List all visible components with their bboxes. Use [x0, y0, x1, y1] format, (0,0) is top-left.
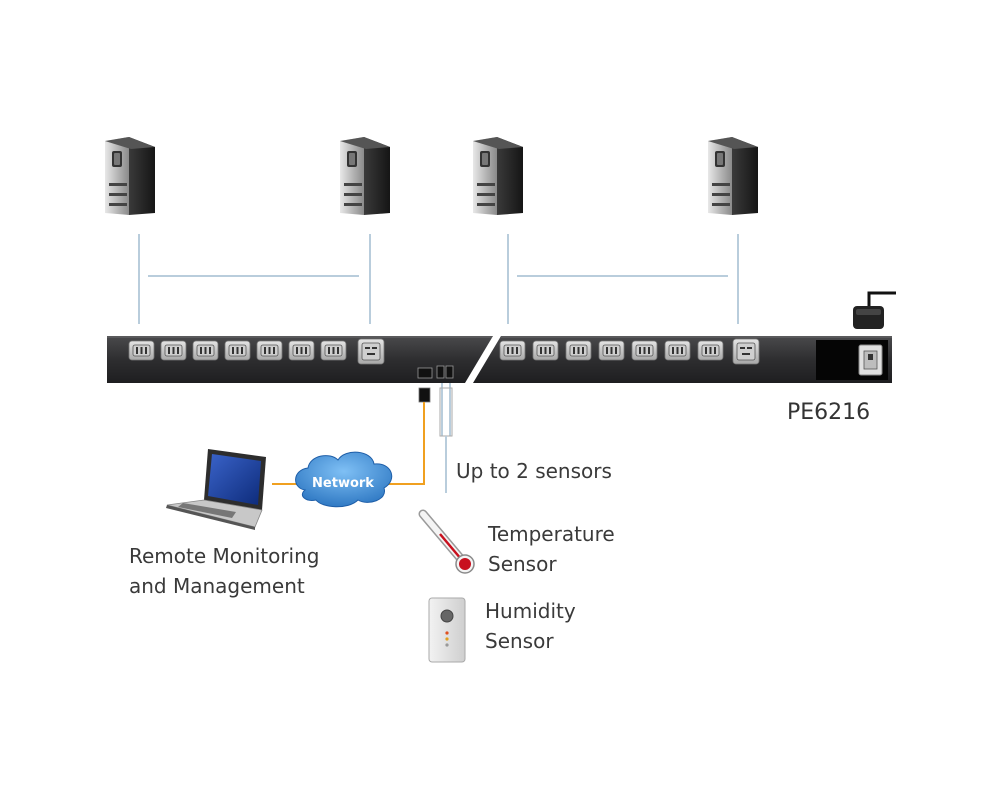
pdu-unit: [107, 336, 892, 383]
power-cord-icon: [853, 291, 896, 329]
humidity-sensor-label: Humidity Sensor: [485, 596, 576, 656]
temp-label-line-1: Temperature: [488, 522, 615, 546]
sensor-cable: [439, 383, 453, 493]
network-cable: [272, 387, 431, 485]
thermometer-icon: [418, 509, 475, 574]
remote-label-line-1: Remote Monitoring: [129, 544, 320, 568]
laptop-icon: [166, 449, 266, 530]
humidity-sensor-icon: [428, 597, 466, 663]
hum-label-line-1: Humidity: [485, 599, 576, 623]
remote-monitoring-label: Remote Monitoring and Management: [129, 541, 319, 601]
temp-label-line-2: Sensor: [488, 552, 557, 576]
model-label: PE6216: [787, 400, 871, 425]
network-label: Network: [312, 476, 374, 491]
power-switch-panel: [816, 340, 888, 380]
network-cloud-icon: Network: [295, 451, 393, 508]
server-connection-lines: [138, 234, 739, 324]
remote-label-line-2: and Management: [129, 574, 305, 598]
pdu-ports: [417, 365, 454, 379]
server-tower-2-icon: [340, 137, 390, 215]
server-tower-4-icon: [708, 137, 758, 215]
server-tower-1-icon: [105, 137, 155, 215]
sensor-count-label: Up to 2 sensors: [456, 459, 612, 483]
server-tower-3-icon: [473, 137, 523, 215]
hum-label-line-2: Sensor: [485, 629, 554, 653]
temperature-sensor-label: Temperature Sensor: [488, 519, 615, 579]
